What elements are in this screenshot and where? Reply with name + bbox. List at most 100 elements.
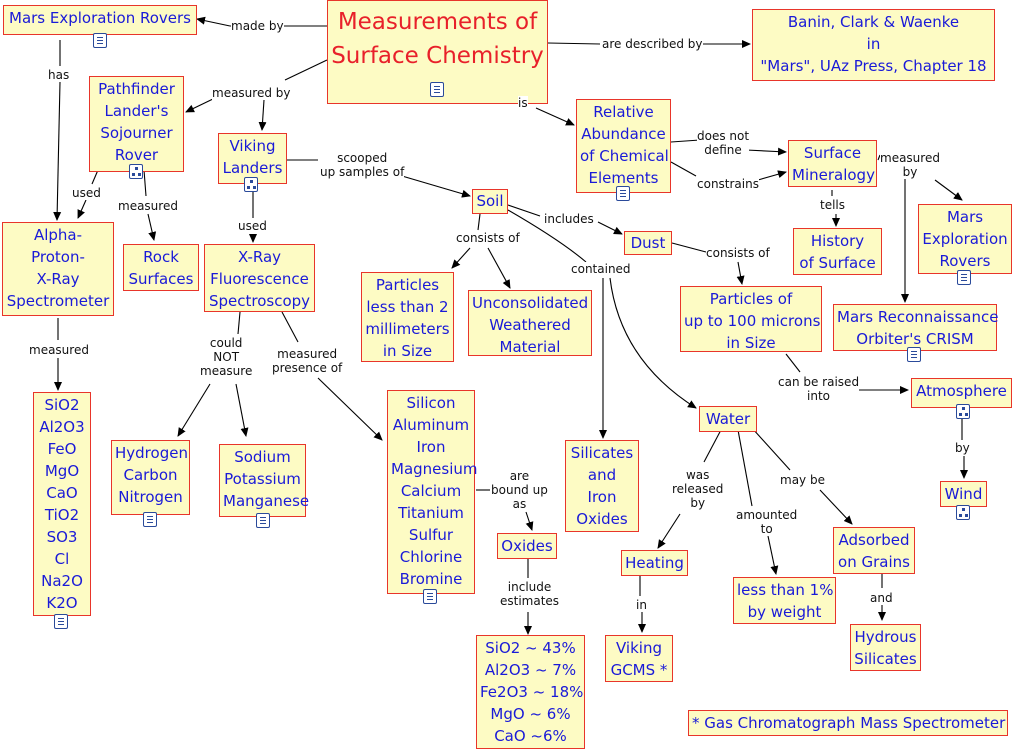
link-label-are-described-by: are described by — [602, 37, 703, 51]
node-text: Particles less than 2 millimeters in Siz… — [365, 276, 450, 360]
node-text: Surface Mineralogy — [792, 144, 875, 184]
link-label-and: and — [870, 591, 893, 605]
concept-hydrous-silicates[interactable]: Hydrous Silicates — [850, 624, 921, 671]
concept-particles-2mm[interactable]: Particles less than 2 millimeters in Siz… — [361, 272, 454, 362]
concept-mars-exploration-rovers-right[interactable]: Mars Exploration Rovers — [918, 204, 1012, 274]
link-label-in: in — [636, 598, 647, 612]
link-label-are-bound: are bound up as — [491, 469, 548, 511]
node-text: Measurements of Surface Chemistry — [331, 9, 544, 69]
document-icon[interactable] — [423, 589, 437, 604]
node-text: Water — [705, 410, 751, 428]
link-label-constrains: constrains — [697, 177, 759, 191]
concept-surface-mineralogy[interactable]: Surface Mineralogy — [788, 140, 877, 187]
node-text: Mars Exploration Rovers — [922, 208, 1008, 270]
concept-viking-landers[interactable]: Viking Landers — [218, 133, 287, 184]
link-label-contained: contained — [571, 262, 631, 276]
node-text: Dust — [630, 234, 666, 252]
node-text: Rock Surfaces — [128, 248, 194, 288]
concept-oxide-estimates[interactable]: SiO2 ~ 43% Al2O3 ~ 7% Fe2O3 ~ 18% MgO ~ … — [476, 635, 585, 749]
document-icon[interactable] — [143, 512, 157, 527]
link-label-does-not-define: does not define — [697, 129, 750, 157]
node-text: Wind — [944, 485, 983, 503]
node-text: Adsorbed on Grains — [838, 531, 910, 571]
node-text: Sodium Potassium Manganese — [223, 448, 310, 510]
concept-map-icon[interactable] — [956, 404, 970, 419]
link-label-tells: tells — [820, 198, 846, 212]
concept-relative-abundance[interactable]: Relative Abundance of Chemical Elements — [576, 99, 671, 193]
link-label-include-estimates: include estimates — [500, 580, 560, 608]
concept-oxides[interactable]: Oxides — [497, 533, 557, 559]
node-text: Mars Exploration Rovers — [9, 9, 191, 27]
document-icon[interactable] — [93, 33, 107, 48]
concept-oxides-list[interactable]: SiO2 Al2O3 FeO MgO CaO TiO2 SO3 Cl Na2O … — [33, 392, 91, 616]
concept-heating[interactable]: Heating — [621, 550, 688, 576]
concept-sodium-potassium-manganese[interactable]: Sodium Potassium Manganese — [219, 444, 310, 517]
node-text: Alpha- Proton- X-Ray Spectrometer — [6, 226, 110, 310]
concept-adsorbed-on-grains[interactable]: Adsorbed on Grains — [833, 527, 915, 574]
document-icon[interactable] — [907, 347, 921, 362]
concept-elements-list[interactable]: Silicon Aluminum Iron Magnesium Calcium … — [387, 390, 478, 594]
link-label-measured-2: measured — [29, 343, 89, 357]
link-label-measured-by: measured by — [212, 86, 291, 100]
node-text: Oxides — [501, 537, 553, 555]
node-text: Hydrous Silicates — [854, 628, 917, 668]
node-text: less than 1% by weight — [737, 581, 834, 621]
node-text: History of Surface — [799, 232, 876, 272]
concept-mars-exploration-rovers-top[interactable]: Mars Exploration Rovers — [3, 5, 197, 35]
link-label-measured-1: measured — [118, 199, 178, 213]
concept-wind[interactable]: Wind — [940, 481, 987, 507]
concept-viking-gcms[interactable]: Viking GCMS * — [605, 635, 673, 682]
node-text: SiO2 ~ 43% Al2O3 ~ 7% Fe2O3 ~ 18% MgO ~ … — [480, 639, 584, 745]
link-label-consists-of-2: consists of — [706, 246, 770, 260]
document-icon[interactable] — [256, 513, 270, 528]
node-text: X-Ray Fluorescence Spectroscopy — [208, 248, 311, 310]
concept-map-icon[interactable] — [244, 177, 258, 192]
concept-silicates-iron-oxides[interactable]: Silicates and Iron Oxides — [565, 440, 639, 532]
concept-soil[interactable]: Soil — [472, 189, 508, 214]
concept-water[interactable]: Water — [699, 406, 757, 432]
node-text: Soil — [476, 192, 504, 210]
concept-xray-fluorescence[interactable]: X-Ray Fluorescence Spectroscopy — [204, 244, 315, 312]
concept-map-icon[interactable] — [956, 505, 970, 520]
concept-banin-clark-waenke[interactable]: Banin, Clark & Waenke in "Mars", UAz Pre… — [752, 9, 995, 81]
node-text: Viking GCMS * — [610, 639, 668, 679]
concept-hydrogen-carbon-nitrogen[interactable]: Hydrogen Carbon Nitrogen — [111, 440, 190, 515]
concept-history-of-surface[interactable]: History of Surface — [793, 228, 882, 275]
link-label-may-be: may be — [780, 473, 825, 487]
link-label-used-2: used — [238, 219, 267, 233]
concept-map-icon[interactable] — [129, 164, 143, 179]
link-label-consists-of-1: consists of — [456, 231, 520, 245]
node-text: Unconsolidated Weathered Material — [472, 294, 589, 356]
concept-less-than-1-percent[interactable]: less than 1% by weight — [733, 577, 836, 624]
node-text: Relative Abundance of Chemical Elements — [580, 103, 669, 187]
link-label-is: is — [518, 96, 528, 110]
concept-atmosphere[interactable]: Atmosphere — [911, 378, 1012, 408]
link-label-has: has — [48, 68, 70, 82]
link-label-measured-by-2: measured by — [880, 151, 940, 179]
document-icon[interactable] — [54, 614, 68, 629]
link-label-measured-presence: measured presence of — [272, 347, 343, 375]
node-text: Banin, Clark & Waenke in "Mars", UAz Pre… — [760, 13, 987, 75]
concept-mro-crism[interactable]: Mars Reconnaissance Orbiter's CRISM — [833, 304, 999, 351]
node-text: Silicon Aluminum Iron Magnesium Calcium … — [391, 394, 478, 588]
node-text: Viking Landers — [222, 137, 283, 177]
concept-pathfinder-rover[interactable]: Pathfinder Lander's Sojourner Rover — [89, 76, 184, 172]
link-label-includes: includes — [544, 212, 594, 226]
concept-rock-surfaces[interactable]: Rock Surfaces — [123, 244, 199, 291]
document-icon[interactable] — [616, 186, 630, 201]
node-text: SiO2 Al2O3 FeO MgO CaO TiO2 SO3 Cl Na2O … — [39, 396, 85, 612]
concept-apxs[interactable]: Alpha- Proton- X-Ray Spectrometer — [2, 222, 114, 316]
concept-particles-100-microns[interactable]: Particles of up to 100 microns in Size — [680, 286, 822, 352]
document-icon[interactable] — [957, 270, 971, 285]
document-icon[interactable] — [430, 82, 444, 97]
link-label-used-1: used — [72, 186, 101, 200]
node-text: Mars Reconnaissance Orbiter's CRISM — [837, 308, 999, 348]
link-label-by: by — [955, 441, 970, 455]
concept-dust[interactable]: Dust — [624, 231, 672, 255]
link-label-can-be-raised: can be raised into — [778, 375, 860, 403]
node-text: Pathfinder Lander's Sojourner Rover — [98, 80, 175, 164]
concept-unconsolidated-material[interactable]: Unconsolidated Weathered Material — [468, 290, 592, 356]
node-text: Particles of up to 100 microns in Size — [684, 290, 821, 352]
link-label-could-not-measure: could NOT measure — [200, 336, 253, 378]
